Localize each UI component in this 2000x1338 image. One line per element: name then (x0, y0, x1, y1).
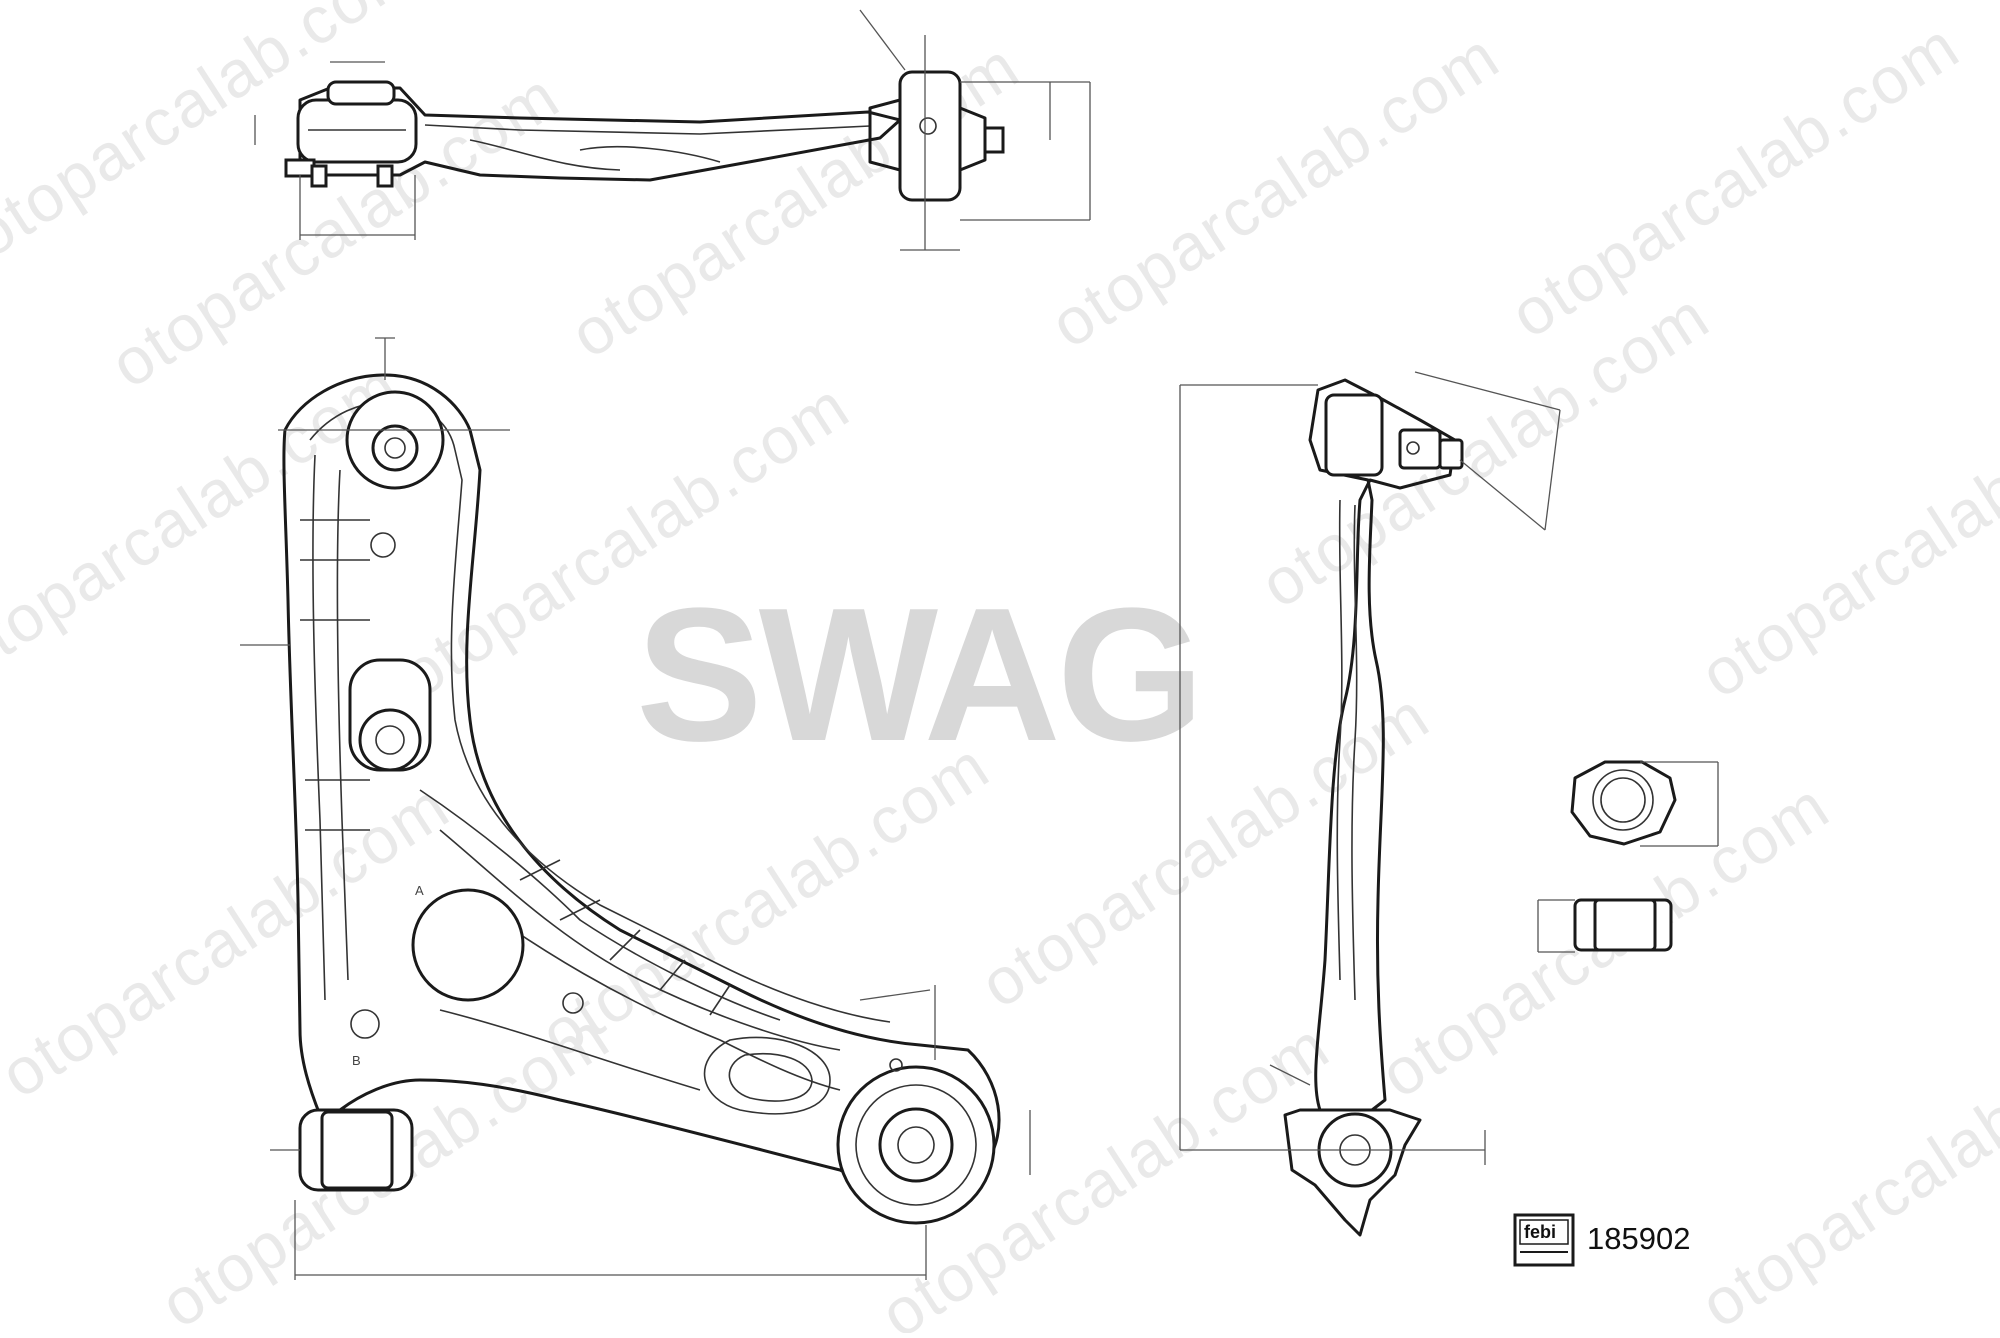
nut-top-view (1570, 760, 1677, 846)
watermark-text: otoparcalab.com (1037, 18, 1512, 362)
watermark-text: otoparcalab.com (557, 28, 1032, 372)
watermark-text: otoparcalab.com (1247, 278, 1722, 622)
nut-detail (1537, 760, 1719, 953)
watermark-text: otoparcalab.com (1687, 998, 2000, 1333)
side-ball-joint-housing (1324, 393, 1384, 477)
part-label: febi 185902 (1513, 1213, 1690, 1267)
front-view: A B (240, 337, 1031, 1280)
top-left-bushing (296, 98, 418, 164)
top-view (254, 9, 1091, 251)
watermark-text: otoparcalab.com (0, 768, 462, 1112)
callout-b: B (352, 1053, 361, 1068)
watermark-text: otoparcalab.com (1687, 368, 2000, 712)
febi-logo-text: febi (1524, 1222, 1556, 1242)
side-arm-outline (1308, 378, 1457, 1112)
side-view (1179, 371, 1561, 1237)
callout-a: A (415, 883, 424, 898)
brand-watermark: SWAG (636, 569, 1201, 781)
watermark-text: otoparcalab.com (1497, 8, 1972, 352)
lightening-hole (411, 888, 525, 1002)
top-right-bushing (898, 70, 962, 202)
part-number: 185902 (1587, 1221, 1690, 1256)
